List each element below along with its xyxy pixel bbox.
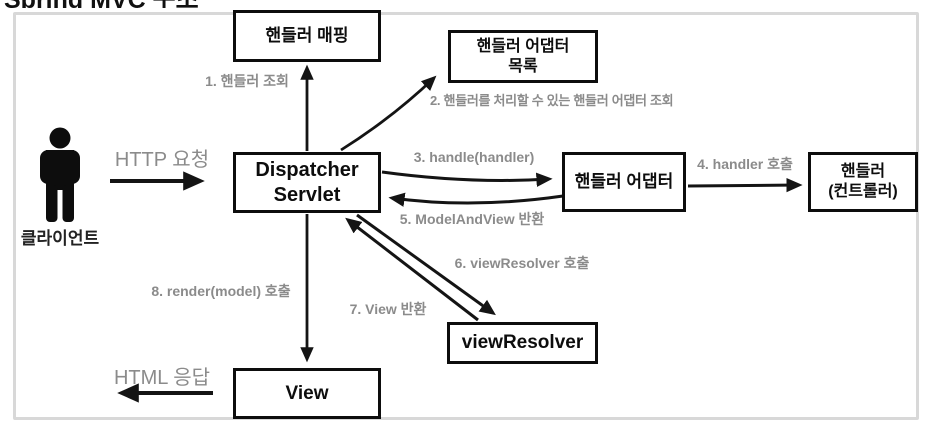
box-handler-adapter-list-line1: 핸들러 어댑터: [476, 37, 570, 55]
box-view-label: View: [285, 382, 329, 404]
arrow-step5-modelandview-return: [388, 192, 564, 207]
person-icon: [40, 127, 80, 222]
box-handler-mapping-label: 핸들러 매핑: [265, 26, 349, 46]
box-handler-controller-line1: 핸들러: [840, 163, 886, 180]
box-handler-controller-line2: (컨트롤러): [828, 183, 898, 200]
flow-label-step4: 4. handler 호출: [697, 156, 793, 172]
flow-label-step5: 5. ModelAndView 반환: [399, 211, 545, 227]
arrow-step4-handler-call: [687, 177, 803, 193]
arrow-step3-handle: [381, 170, 553, 187]
page-title-text: Spring MVC 구조: [4, 0, 199, 8]
box-dispatcher-servlet: Dispatcher Servlet: [233, 152, 381, 213]
html-response-label: HTML 응답: [113, 367, 211, 389]
http-request-label: HTTP 요청: [114, 149, 210, 171]
flow-label-step3: 3. handle(handler): [413, 149, 535, 165]
box-handler-controller: 핸들러 (컨트롤러): [808, 152, 918, 212]
arrow-step6-viewresolver-call: [356, 213, 496, 316]
box-handler-adapter-list-line2: 목록: [508, 57, 538, 75]
box-view-resolver-label: viewResolver: [461, 332, 584, 354]
arrow-step2-adapter-lookup: [340, 75, 437, 152]
flow-label-step6: 6. viewResolver 호출: [454, 255, 590, 271]
box-dispatcher-servlet-line1: Dispatcher: [255, 158, 359, 181]
flow-label-step7: 7. View 반환: [349, 301, 427, 317]
arrow-step7-view-return: [345, 217, 479, 322]
box-handler-mapping: 핸들러 매핑: [233, 10, 381, 62]
client-label: 클라이언트: [20, 229, 100, 248]
flow-label-step2: 2. 핸들러를 처리할 수 있는 핸들러 어댑터 조회: [430, 93, 674, 108]
box-dispatcher-servlet-line2: Servlet: [273, 183, 341, 206]
clipped-page-title: Spring MVC 구조: [0, 0, 220, 8]
flow-label-step8: 8. render(model) 호출: [151, 283, 291, 299]
box-handler-adapter-list: 핸들러 어댑터 목록: [448, 30, 598, 83]
box-handler-adapter: 핸들러 어댑터: [562, 152, 686, 212]
box-view: View: [233, 368, 381, 419]
box-view-resolver: viewResolver: [447, 322, 598, 364]
box-handler-adapter-label: 핸들러 어댑터: [574, 172, 674, 192]
flow-label-step1: 1. 핸들러 조회: [205, 73, 289, 89]
